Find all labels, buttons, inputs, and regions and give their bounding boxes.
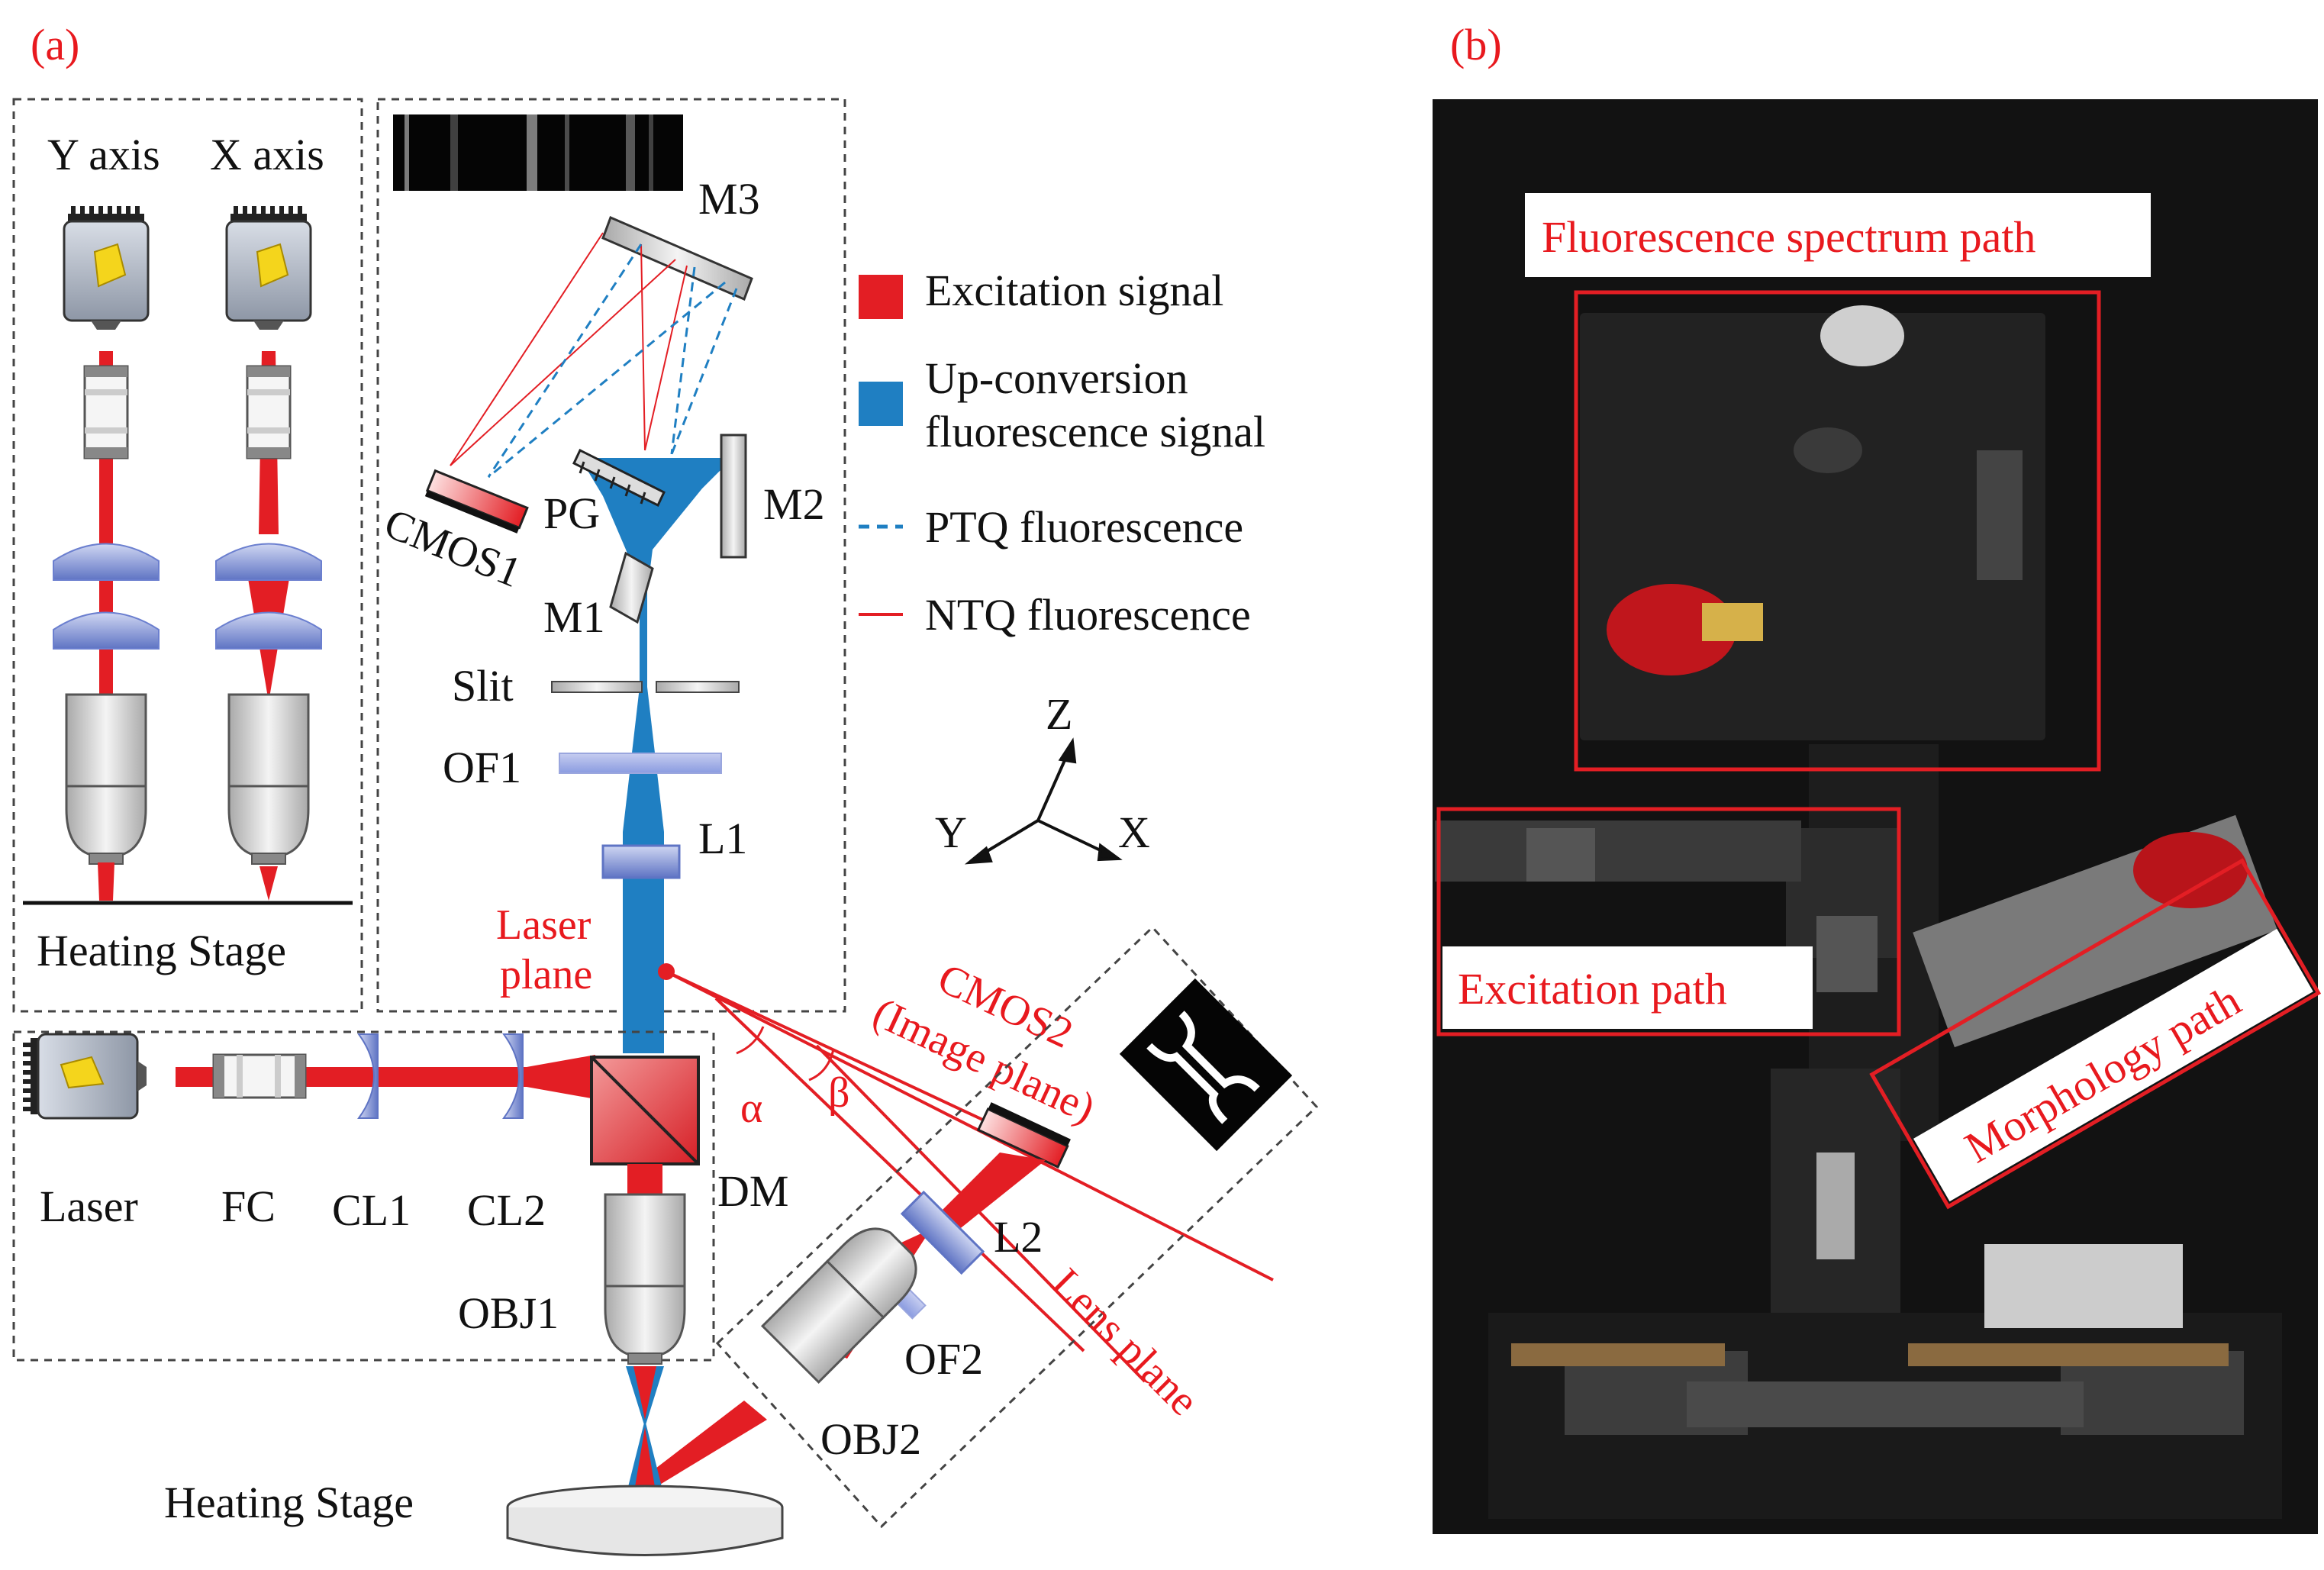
- of1-filter: [559, 753, 722, 774]
- slit-right: [656, 681, 740, 693]
- morphology-box: [715, 925, 1319, 1529]
- l2-label: L2: [994, 1212, 1043, 1262]
- scheimpflug-lines: [666, 970, 1274, 1383]
- bottom-stage-label: Heating Stage: [164, 1478, 414, 1527]
- m3-mirror: [601, 215, 753, 301]
- laser-plane-label-2: plane: [500, 951, 592, 998]
- l2-lens: [900, 1190, 985, 1275]
- panel-a-tag: (a): [31, 20, 79, 69]
- y-fiber-icon: [83, 365, 129, 459]
- pg-label: PG: [543, 488, 600, 538]
- z-axis-letter: Z: [1046, 689, 1072, 739]
- spectro-rays: [450, 232, 738, 479]
- setup-photo: [1433, 99, 2318, 1534]
- fc-fiber-icon: [212, 1053, 307, 1099]
- cl2-lens: [502, 1033, 524, 1119]
- obj2-objective: [760, 1227, 917, 1385]
- laser-plane-label-1: Laser: [496, 901, 591, 949]
- m3-label: M3: [698, 174, 760, 224]
- excitation-box: [12, 1030, 715, 1362]
- cmos1-sensor: [424, 469, 529, 534]
- beta-label: β: [828, 1069, 850, 1117]
- m2-label: M2: [763, 479, 825, 529]
- l1-lens: [601, 844, 681, 879]
- lens-plane-label: Lens plane: [1043, 1259, 1207, 1424]
- cl1-lens: [357, 1033, 379, 1119]
- y-axis-label: Y axis: [47, 130, 160, 179]
- coordinate-axes: [964, 737, 1123, 865]
- fluorescence-label-box: [1525, 193, 2151, 277]
- fc-label: FC: [221, 1182, 276, 1231]
- obj2-beam: [630, 1401, 767, 1496]
- legend-ptq-label: PTQ fluorescence: [925, 502, 1243, 552]
- legend-ntq-label: NTQ fluorescence: [925, 590, 1251, 640]
- obj1-label: OBJ1: [458, 1288, 559, 1338]
- cl1-label: CL1: [332, 1185, 411, 1235]
- imaging-beam-1: [935, 1153, 1046, 1236]
- l1-label: L1: [698, 814, 747, 863]
- legend-excitation-label: Excitation signal: [925, 266, 1223, 315]
- fluorescence-path-box: [1574, 290, 2101, 772]
- spectrometer-box: [376, 98, 846, 1013]
- x-axis-column: [215, 205, 322, 901]
- y-axis-letter: Y: [935, 808, 967, 857]
- legend: Excitation signal Up-conversion fluoresc…: [859, 266, 1265, 640]
- excitation-path-label: Excitation path: [1458, 964, 1727, 1014]
- legend-upconversion-label-1: Up-conversion: [925, 353, 1188, 403]
- cl2-label: CL2: [467, 1185, 546, 1235]
- alpha-label: α: [740, 1085, 762, 1132]
- m2-mirror: [720, 434, 747, 559]
- panel-b-tag: (b): [1450, 20, 1502, 69]
- excitation-rail: [1435, 820, 1801, 882]
- obj2-label: OBJ2: [820, 1414, 921, 1464]
- x-axis-letter: X: [1118, 808, 1150, 857]
- morphology-label-box: [1913, 928, 2313, 1202]
- x-axis-label: X axis: [210, 130, 324, 179]
- breadboard: [1580, 313, 2045, 740]
- laser-label: Laser: [40, 1182, 138, 1231]
- slit-left: [551, 681, 643, 693]
- x-objective-icon: [227, 693, 310, 866]
- morphology-path-box: [1869, 858, 2322, 1210]
- of1-label: OF1: [443, 743, 521, 792]
- x-lens-icon-2: [215, 611, 322, 650]
- axes-stage-label: Heating Stage: [37, 926, 286, 975]
- legend-excitation-swatch: [859, 275, 903, 319]
- morphology-image: [1119, 978, 1293, 1152]
- of2-label: OF2: [904, 1334, 983, 1384]
- excitation-path-box: [1436, 807, 1901, 1036]
- pg-grating: [572, 448, 666, 508]
- excitation-label-box: [1442, 946, 1813, 1029]
- legend-upconversion-swatch: [859, 382, 903, 426]
- y-objective-icon: [65, 693, 147, 866]
- y-lens-icon: [53, 543, 160, 581]
- y-lens-icon-2: [53, 611, 160, 650]
- slit-label: Slit: [452, 661, 514, 711]
- y-axis-column: [53, 205, 160, 901]
- x-fiber-icon: [246, 365, 292, 459]
- m1-mirror: [609, 551, 654, 624]
- fluorescence-path-label: Fluorescence spectrum path: [1542, 212, 2036, 262]
- cmos2-sensor: [976, 1102, 1071, 1169]
- axes-box: [12, 98, 363, 1013]
- spectrum-image: [393, 114, 683, 191]
- laser-icon: [21, 1033, 148, 1120]
- obj1-objective: [604, 1193, 686, 1365]
- dm-label: DM: [717, 1166, 788, 1216]
- m1-label: M1: [543, 592, 605, 642]
- x-camera-icon: [225, 205, 312, 331]
- x-lens-icon: [215, 543, 322, 581]
- legend-upconversion-label-2: fluorescence signal: [925, 407, 1265, 456]
- y-camera-icon: [63, 205, 150, 331]
